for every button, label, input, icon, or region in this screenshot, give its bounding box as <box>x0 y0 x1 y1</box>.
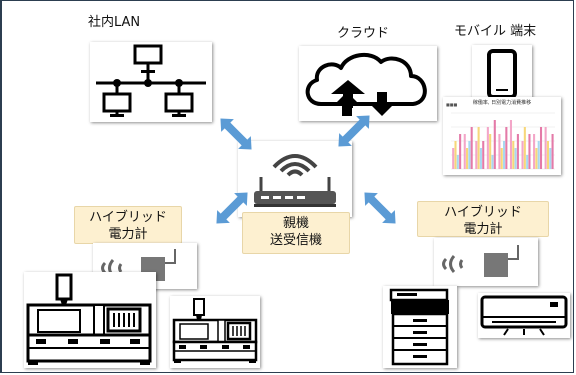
mini-chart-bar <box>546 141 549 169</box>
mini-chart-bar <box>466 148 469 169</box>
mini-chart-bar <box>468 141 471 169</box>
mini-chart-bar <box>493 120 496 169</box>
router-card <box>238 141 352 217</box>
mini-chart-bar <box>477 127 480 169</box>
mini-chart-bar <box>475 141 478 169</box>
air-conditioner-icon <box>480 295 568 336</box>
machine-small-card <box>170 296 260 368</box>
mini-chart-bar <box>505 127 508 169</box>
mini-chart-bar <box>549 148 552 169</box>
parent-unit-label: 親機 送受信機 <box>242 212 350 254</box>
meter-left-line2: 電力計 <box>108 227 148 242</box>
parent-unit-line2: 送受信機 <box>269 233 322 248</box>
wireless-router-icon <box>254 154 336 207</box>
mini-chart-bar <box>539 127 543 169</box>
mini-chart-bar <box>516 134 519 169</box>
parent-unit-line1: 親機 <box>282 216 309 231</box>
meter-left-line1: ハイブリッド <box>89 210 167 225</box>
meter-right-line2: 電力計 <box>463 222 503 237</box>
cloud-card <box>299 46 437 121</box>
mini-chart-bar <box>526 155 529 169</box>
wireless-meter-icon <box>442 245 519 277</box>
meter-right-label: ハイブリッド 電力計 <box>417 201 549 237</box>
meter-left-label: ハイブリッド 電力計 <box>74 206 182 244</box>
mini-chart-bar <box>500 148 503 169</box>
injection-molding-machine-icon <box>26 273 152 365</box>
aircon-card <box>478 293 570 338</box>
mini-chart-bar <box>463 134 466 169</box>
cloud-upload-download-icon <box>305 52 427 116</box>
mini-chart-bar <box>533 134 536 169</box>
phone-chart-card: ■■■ 稼働率, 日別電力消費推移 <box>443 97 561 175</box>
machine-large-card <box>24 272 156 368</box>
phone-bar-chart <box>451 112 555 170</box>
mini-chart-bar <box>491 155 494 169</box>
mini-chart-bar <box>459 134 462 169</box>
mini-chart-bar <box>535 148 538 169</box>
lan-label: 社内LAN <box>88 15 141 30</box>
mini-chart-bar <box>512 141 515 169</box>
mini-chart-bar <box>537 141 540 169</box>
mini-chart-bar <box>470 127 473 169</box>
mini-chart-bar <box>503 141 506 169</box>
injection-molding-machine-icon <box>172 298 258 363</box>
mini-chart-bar <box>456 155 459 169</box>
meter-right-card <box>434 238 538 286</box>
mini-chart-bar <box>482 141 485 169</box>
multifunction-printer-icon <box>389 288 449 366</box>
lan-card <box>90 42 212 122</box>
network-topology-icon <box>96 44 206 117</box>
mini-chart-bar <box>489 134 492 169</box>
mini-chart-bar <box>509 120 513 169</box>
mobile-label: モバイル 端末 <box>454 24 537 39</box>
phone-chart-header: ■■■ <box>446 102 458 107</box>
mini-chart-bar <box>479 148 482 169</box>
phone-card <box>472 45 532 107</box>
mini-chart-bar <box>454 141 457 169</box>
mini-chart-bar <box>551 134 554 169</box>
mini-chart-bar <box>523 127 526 169</box>
mini-chart-bar <box>528 134 531 169</box>
cloud-label: クラウド <box>337 26 390 41</box>
arrow-meter-right-router <box>358 186 402 230</box>
mini-chart-bar <box>452 148 455 169</box>
mini-chart-bar <box>544 127 547 169</box>
printer-card <box>383 286 457 368</box>
mini-chart-bar <box>486 127 489 169</box>
phone-chart-title: 稼働率, 日別電力消費推移 <box>472 100 532 106</box>
mini-chart-bar <box>498 134 501 169</box>
mini-chart-bar <box>521 141 524 169</box>
meter-right-line1: ハイブリッド <box>444 205 522 220</box>
mini-chart-bar <box>514 148 517 169</box>
